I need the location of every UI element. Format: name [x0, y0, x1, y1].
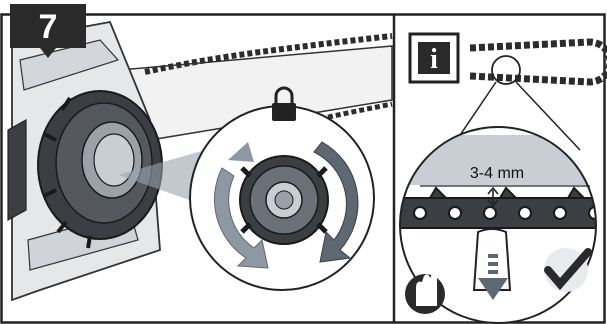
gap-measurement-label: 3-4 mm	[470, 165, 524, 182]
step-number: 7	[39, 8, 58, 46]
info-letter: i	[430, 44, 438, 75]
info-icon: i	[410, 34, 458, 82]
zoomed-knob	[240, 156, 328, 244]
checkmark-icon	[544, 248, 588, 292]
